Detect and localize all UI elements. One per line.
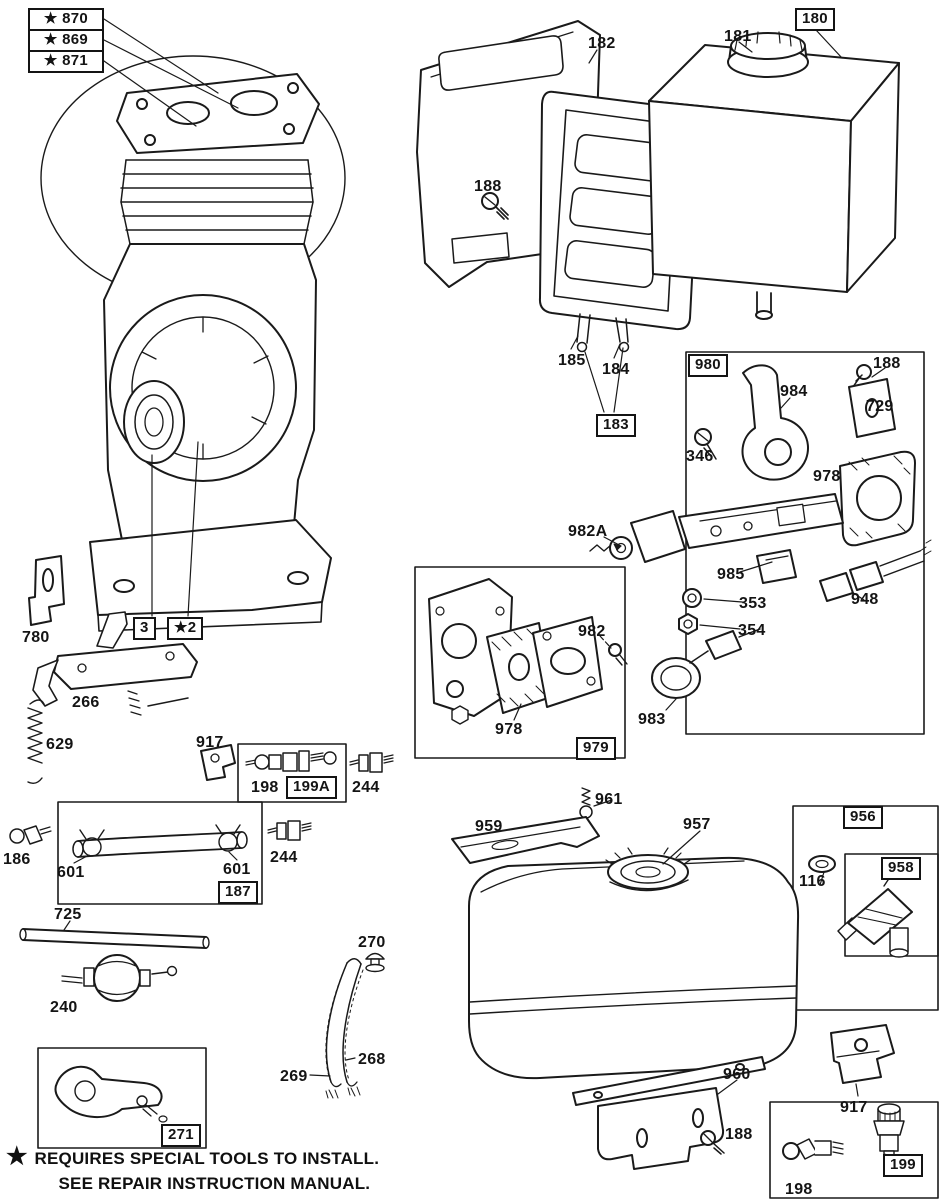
part-label-346: 346 (686, 448, 714, 465)
part-label-184: 184 (602, 361, 630, 378)
bracket-780-drawing (28, 555, 65, 626)
clip-917-left-drawing (200, 744, 236, 781)
strap-960-drawing (572, 1056, 766, 1170)
part-label-185: 185 (558, 352, 586, 369)
part-label-188-1: 188 (474, 178, 502, 195)
part-label-199A: 199A (286, 776, 338, 799)
part-label-181: 181 (724, 28, 752, 45)
part-label-3: 3 (133, 617, 156, 640)
part-label-268: 268 (358, 1051, 386, 1068)
part-label-917-2: 917 (840, 1099, 868, 1116)
leader-lines (63, 18, 886, 1097)
part-label-725: 725 (54, 906, 82, 923)
hose-601-187-drawing (57, 801, 263, 905)
part-label-980: 980 (688, 354, 728, 377)
valve-958-drawing (808, 853, 939, 958)
fuel-tank-956-drawing (451, 787, 939, 1080)
part-label-244-1: 244 (352, 779, 380, 796)
part-label-star2: ★2 (167, 617, 204, 640)
gasket-group-979-drawing (414, 566, 628, 759)
part-label-182: 182 (588, 35, 616, 52)
part-label-983: 983 (638, 711, 666, 728)
part-label-198-1: 198 (251, 779, 279, 796)
part-label-978-2: 978 (495, 721, 523, 738)
part-label-354: 354 (738, 622, 766, 639)
elbow-186-drawing (9, 825, 52, 845)
part-label-244-2: 244 (270, 849, 298, 866)
part-label-187: 187 (218, 881, 258, 904)
part-label-948: 948 (851, 591, 879, 608)
screw-188-top-drawing (481, 192, 509, 220)
footnote-line-1: REQUIRES SPECIAL TOOLS TO INSTALL. (34, 1149, 380, 1168)
fittings-199-drawing (769, 1101, 939, 1199)
part-label-869: ★ 869 (28, 29, 104, 52)
part-label-601-2: 601 (223, 861, 251, 878)
part-label-982: 982 (578, 623, 606, 640)
part-label-917-1: 917 (196, 734, 224, 751)
part-label-629: 629 (46, 736, 74, 753)
footnote: ★ REQUIRES SPECIAL TOOLS TO INSTALL. SEE… (6, 1143, 380, 1196)
filter-240-drawing (61, 954, 178, 1002)
part-label-353: 353 (739, 595, 767, 612)
part-label-271: 271 (161, 1124, 201, 1147)
part-label-956: 956 (843, 806, 883, 829)
part-label-780: 780 (22, 629, 50, 646)
part-label-199: 199 (883, 1154, 923, 1177)
cylinder-block-drawing (40, 55, 346, 632)
linkage-271-drawing (37, 1047, 207, 1149)
part-label-186: 186 (3, 851, 31, 868)
part-label-985: 985 (717, 566, 745, 583)
part-label-960: 960 (723, 1066, 751, 1083)
tube-725-drawing (19, 928, 210, 949)
part-label-188-2: 188 (873, 355, 901, 372)
control-group-980-drawing (589, 351, 932, 735)
special-tools-callout-group: ★ 870 ★ 869 ★ 871 (28, 8, 104, 73)
part-label-959: 959 (475, 818, 503, 835)
star-icon: ★ (6, 1143, 28, 1170)
governor-266-drawing (32, 611, 198, 716)
part-label-870: ★ 870 (28, 8, 104, 31)
part-label-116: 116 (799, 873, 826, 890)
part-label-984: 984 (780, 383, 808, 400)
part-label-266: 266 (72, 694, 100, 711)
fittings-198-199A-drawing (237, 743, 347, 803)
part-label-958: 958 (881, 857, 921, 880)
plug-270-drawing (365, 952, 385, 973)
spring-629-drawing (27, 699, 45, 785)
part-label-198-2: 198 (785, 1181, 813, 1198)
part-label-183: 183 (596, 414, 636, 437)
fuel-tank-180-drawing (648, 31, 900, 320)
fitting-244-drawings (267, 752, 394, 841)
part-label-978-1: 978 (813, 468, 841, 485)
part-label-729: 729 (866, 398, 894, 415)
footnote-line-2: SEE REPAIR INSTRUCTION MANUAL. (58, 1174, 371, 1193)
part-label-982A: 982A (568, 523, 608, 540)
part-label-979: 979 (576, 737, 616, 760)
part-label-270: 270 (358, 934, 386, 951)
bracket-917-right-drawing (830, 1024, 895, 1084)
part-label-240: 240 (50, 999, 78, 1016)
screw-188-bottom-drawing (700, 1130, 725, 1155)
part-label-180: 180 (795, 8, 835, 31)
part-label-601-1: 601 (57, 864, 85, 881)
part-label-269: 269 (280, 1068, 308, 1085)
part-label-957: 957 (683, 816, 711, 833)
part-label-961: 961 (595, 791, 623, 808)
cable-268-269-drawing (325, 958, 364, 1099)
part-label-871: ★ 871 (28, 50, 104, 73)
part-label-188-3: 188 (725, 1126, 753, 1143)
